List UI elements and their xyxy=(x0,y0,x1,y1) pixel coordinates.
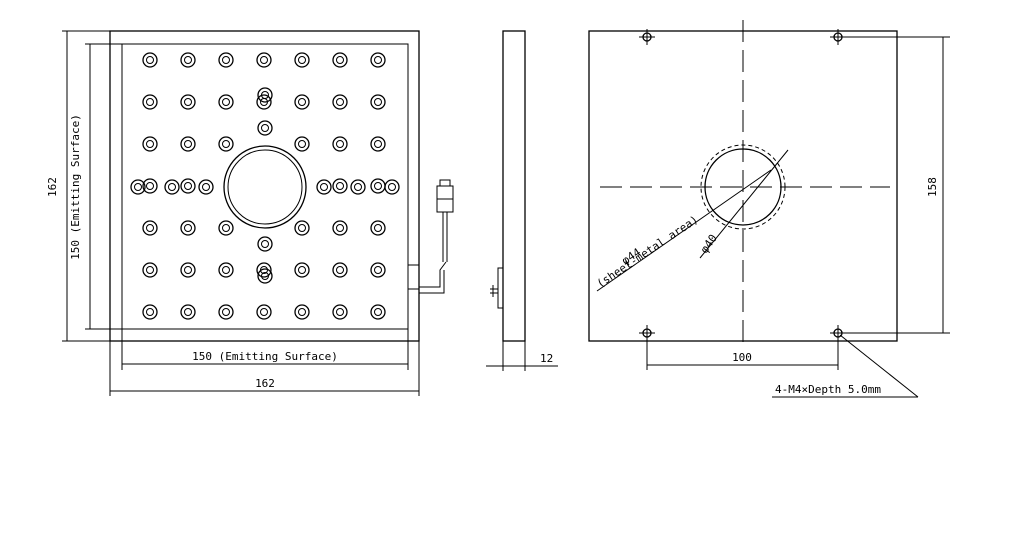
led-4-6 xyxy=(370,220,386,236)
front-emitting-width-label: 150 (Emitting Surface) xyxy=(192,350,338,363)
led-3-1 xyxy=(180,178,196,194)
led-2-1 xyxy=(180,136,196,152)
led-4-4 xyxy=(294,220,310,236)
led-5-1 xyxy=(180,262,196,278)
led-6-1 xyxy=(180,304,196,320)
front-emitting-height-label: 150 (Emitting Surface) xyxy=(69,114,82,260)
front-overall-width-label: 162 xyxy=(255,377,275,390)
led-5-4 xyxy=(294,262,310,278)
led-4-5 xyxy=(332,220,348,236)
led-0-4 xyxy=(294,52,310,68)
led-1-2 xyxy=(218,94,234,110)
led-1-0 xyxy=(142,94,158,110)
led-extra-5 xyxy=(164,179,180,195)
side-thickness-label: 12 xyxy=(540,352,553,365)
led-3-6 xyxy=(370,178,386,194)
led-5-5 xyxy=(332,262,348,278)
mount-note-label: 4-M4×Depth 5.0mm xyxy=(775,383,881,396)
back-hole-spacing-dimension: 100 xyxy=(646,333,839,370)
led-0-2 xyxy=(218,52,234,68)
back-hole-spacing-label: 100 xyxy=(732,351,752,364)
front-center-port-inner xyxy=(227,149,303,225)
hole-dia-label: φ40 xyxy=(698,232,720,256)
back-hole-40 xyxy=(704,148,782,226)
led-extra-0 xyxy=(257,87,273,103)
led-0-3 xyxy=(256,52,272,68)
side-body xyxy=(502,30,526,342)
led-extra-9 xyxy=(384,179,400,195)
front-view: 162 150 (Emitting Surface) 150 (Emitting… xyxy=(46,30,454,396)
led-extra-1 xyxy=(257,120,273,136)
led-3-0 xyxy=(142,178,158,194)
led-4-1 xyxy=(180,220,196,236)
led-1-4 xyxy=(294,94,310,110)
led-6-3 xyxy=(256,304,272,320)
sheet-metal-note-label: (sheet-metal area) xyxy=(594,213,700,290)
side-thickness-dimension: 12 xyxy=(486,341,558,371)
led-extra-7 xyxy=(316,179,332,195)
front-outer-frame xyxy=(109,30,420,342)
led-0-1 xyxy=(180,52,196,68)
led-6-2 xyxy=(218,304,234,320)
led-2-5 xyxy=(332,136,348,152)
front-horizontal-dimensions: 150 (Emitting Surface) 162 xyxy=(109,329,420,396)
led-6-0 xyxy=(142,304,158,320)
side-view: 12 xyxy=(486,30,558,371)
led-1-5 xyxy=(332,94,348,110)
led-0-0 xyxy=(142,52,158,68)
led-extra-2 xyxy=(257,236,273,252)
front-overall-height-label: 162 xyxy=(46,177,59,197)
led-2-0 xyxy=(142,136,158,152)
led-extra-4 xyxy=(130,179,146,195)
front-center-port-outer xyxy=(223,145,307,229)
led-grid xyxy=(130,52,400,320)
front-vertical-dimensions: 162 150 (Emitting Surface) xyxy=(46,30,122,342)
led-2-2 xyxy=(218,136,234,152)
led-extra-3 xyxy=(257,268,273,284)
back-view: φ44 (sheet-metal area) φ40 158 100 4-M4×… xyxy=(588,20,950,398)
led-6-5 xyxy=(332,304,348,320)
led-0-6 xyxy=(370,52,386,68)
front-emitting-surface xyxy=(121,43,409,330)
led-6-4 xyxy=(294,304,310,320)
led-4-0 xyxy=(142,220,158,236)
led-4-2 xyxy=(218,220,234,236)
back-sheet-metal-44 xyxy=(700,144,786,230)
side-cable-stub xyxy=(490,267,504,309)
back-height-label: 158 xyxy=(926,177,939,197)
mount-note-callout: 4-M4×Depth 5.0mm xyxy=(772,334,919,398)
led-extra-8 xyxy=(350,179,366,195)
led-2-4 xyxy=(294,136,310,152)
led-3-5 xyxy=(332,178,348,194)
led-1-6 xyxy=(370,94,386,110)
cable-connector xyxy=(407,179,454,294)
back-height-dimension: 158 xyxy=(838,36,950,334)
led-5-6 xyxy=(370,262,386,278)
led-5-0 xyxy=(142,262,158,278)
led-0-5 xyxy=(332,52,348,68)
led-2-6 xyxy=(370,136,386,152)
led-5-2 xyxy=(218,262,234,278)
led-extra-6 xyxy=(198,179,214,195)
mount-hole-0 xyxy=(639,29,655,45)
led-6-6 xyxy=(370,304,386,320)
led-1-1 xyxy=(180,94,196,110)
